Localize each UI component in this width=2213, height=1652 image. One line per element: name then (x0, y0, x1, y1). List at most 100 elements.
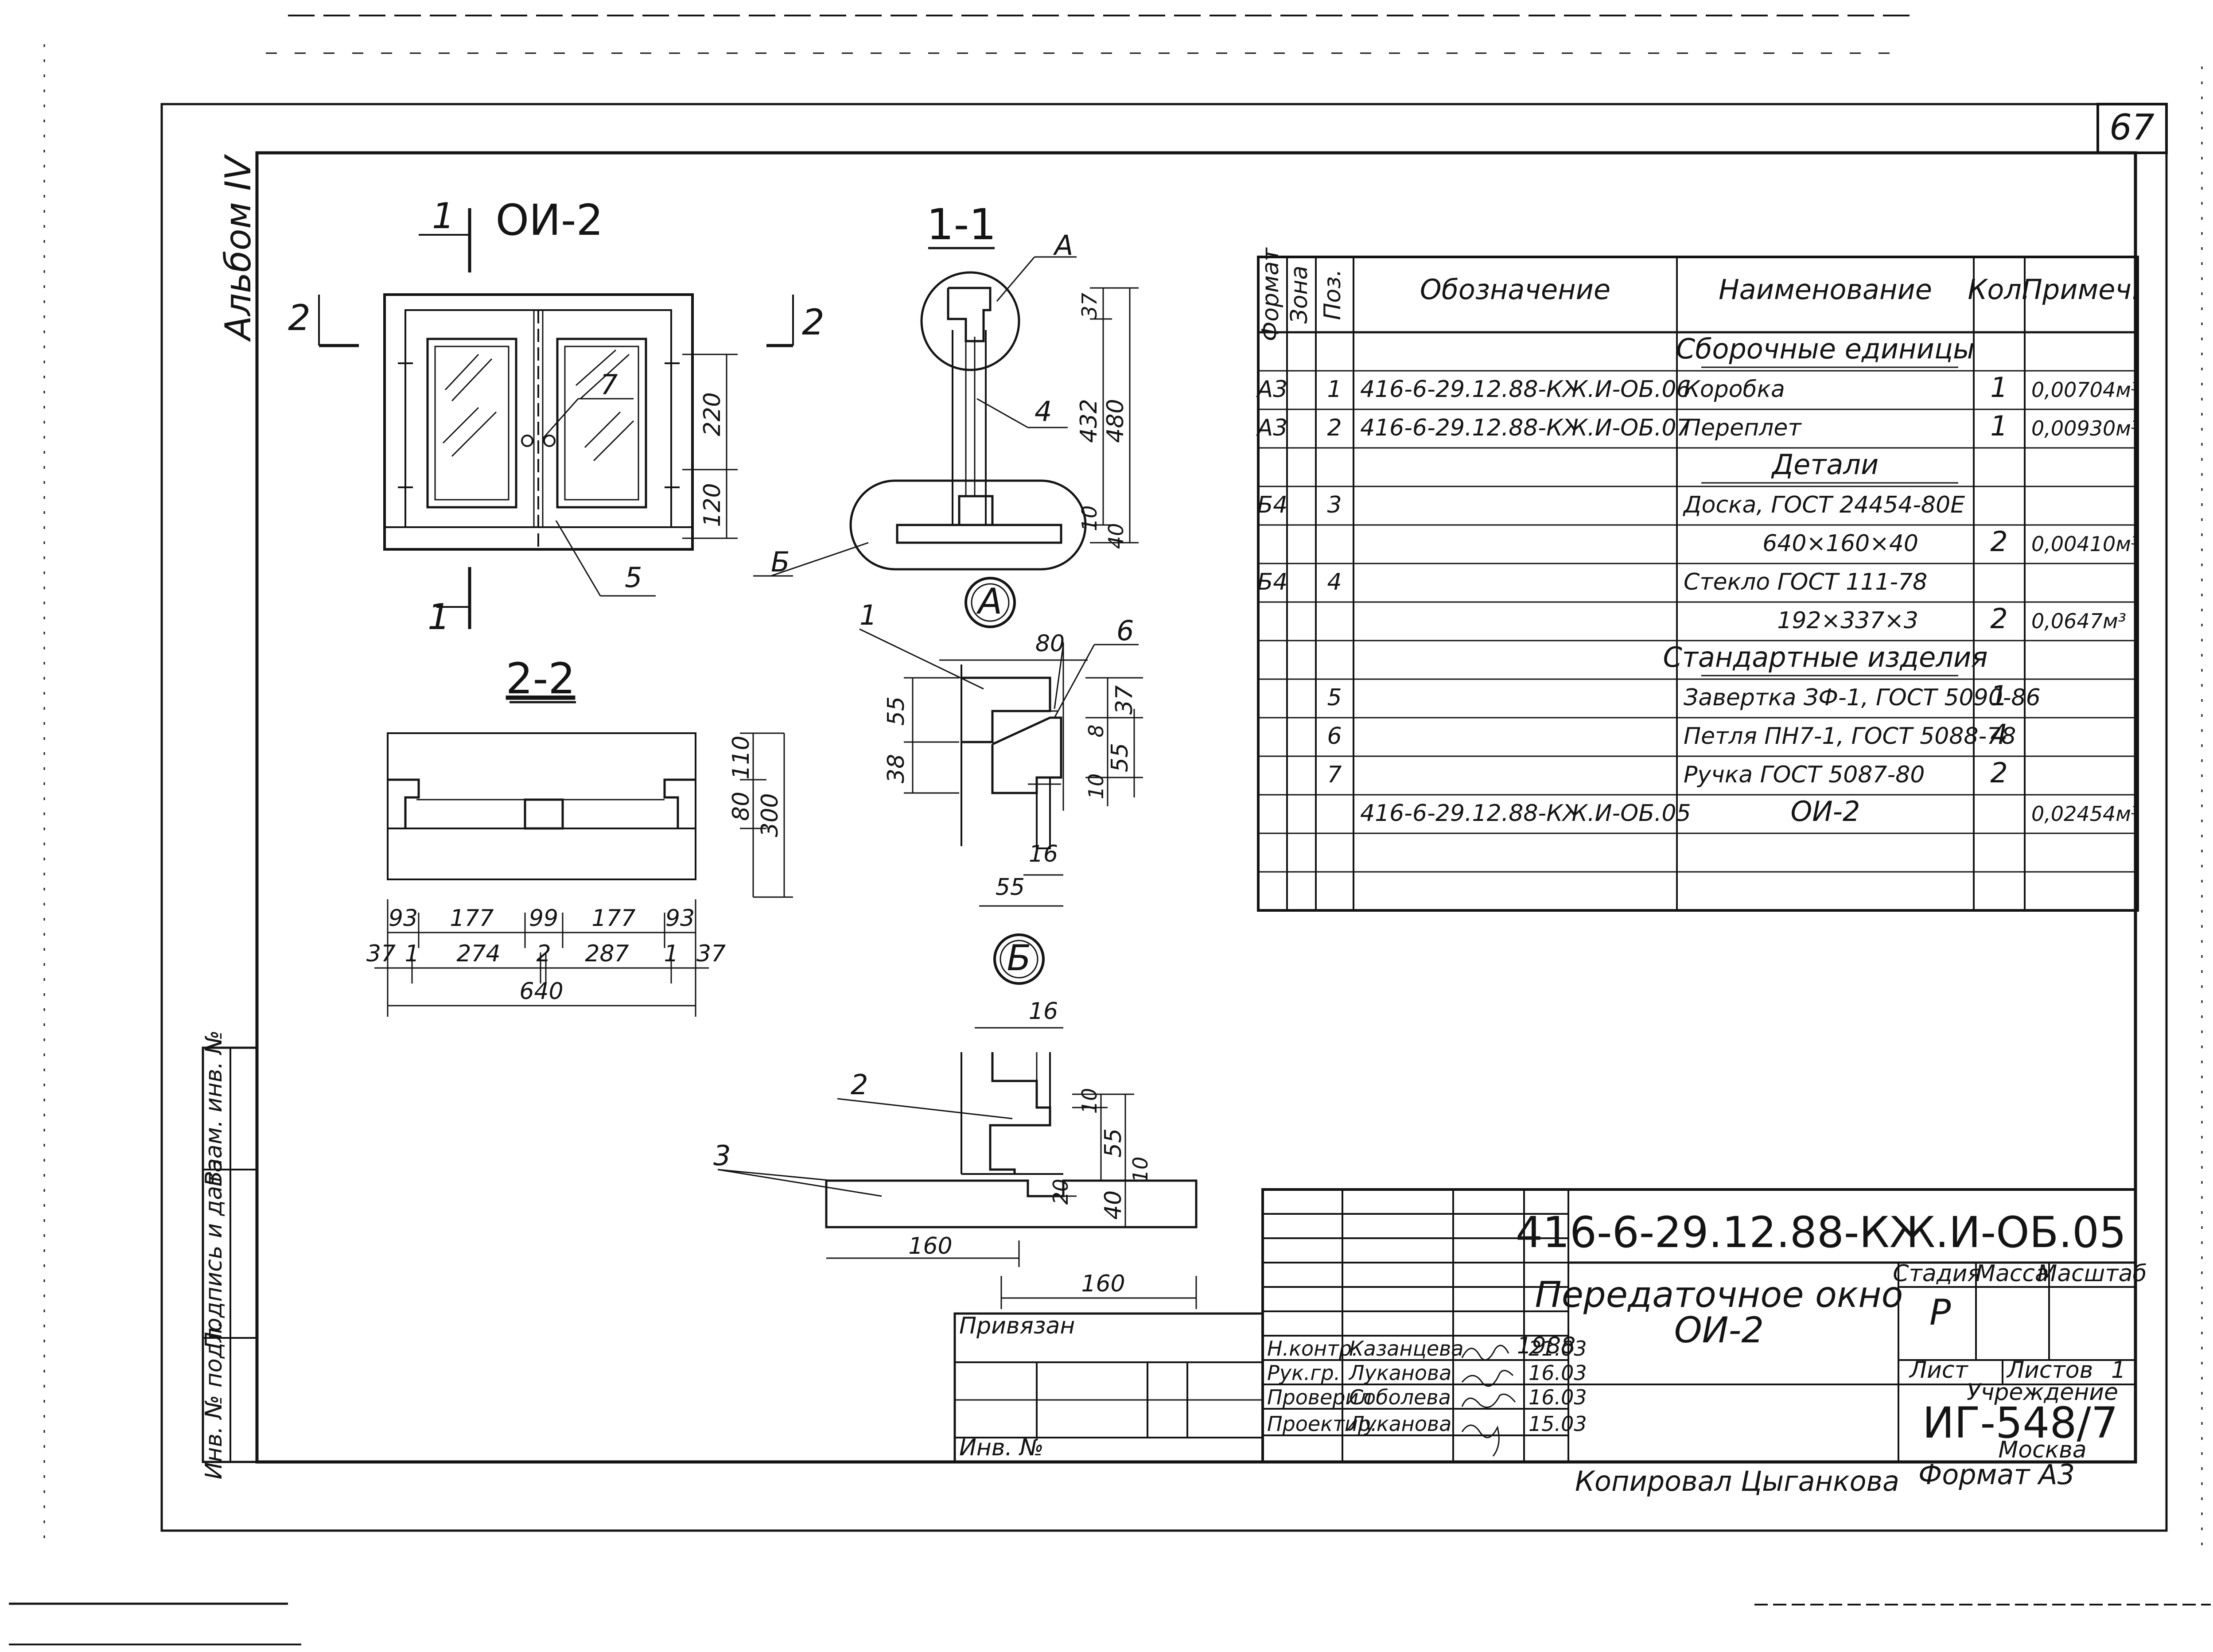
left-strip-cell: Взам. инв. № (201, 1030, 227, 1186)
dimension-label: 93 (665, 905, 695, 932)
table-cell-note: 0,00704м³ (2031, 378, 2139, 402)
dimension-label: 55 (996, 874, 1025, 901)
detail-b-marker: Б (1007, 937, 1031, 979)
table-header-format: Формат (1257, 247, 1284, 342)
table-cell-fmt: А3 (1256, 415, 1288, 441)
signature-scribble (1461, 1370, 1514, 1387)
table-cell-name: Стандартные изделия (1663, 641, 1987, 673)
format-label: Формат А3 (1918, 1458, 2075, 1491)
dimension-label: 93 (389, 905, 418, 932)
signature-role: Н.контр. (1267, 1337, 1358, 1360)
table-cell-name: Переплет (1684, 415, 1802, 441)
table-cell-name: Ручка ГОСТ 5087-80 (1684, 762, 1925, 788)
left-stamp-strip: Взам. инв. № Подпись и дата Инв. № подл. (201, 1030, 258, 1480)
dimension-label: 8 (1084, 724, 1108, 737)
dimension-label: 300 (757, 793, 783, 837)
dimension-label: 55 (1107, 743, 1133, 772)
dimension-label: 80 (728, 792, 755, 821)
dimension-label: 177 (450, 905, 494, 932)
table-cell-pos: 3 (1327, 492, 1342, 518)
signature-scribble (1461, 1393, 1516, 1408)
dimension-label: 480 (1102, 399, 1129, 443)
table-cell-note: 0,02454м³ (2031, 802, 2139, 826)
left-strip-cell: Инв. № подл. (201, 1321, 227, 1480)
dimension-label: 20 (1049, 1179, 1073, 1205)
cut-mark: 2 (802, 302, 825, 343)
table-cell-pos: 6 (1327, 723, 1342, 750)
table-cell-qty: 1 (1990, 680, 2007, 712)
table-cell-name: Сборочные единицы (1676, 333, 1975, 365)
signature-role: Рук.гр. (1267, 1361, 1340, 1385)
table-cell-name: Петля ПН7-1, ГОСТ 5088-78 (1684, 723, 2016, 750)
callout-4: 4 (1035, 395, 1052, 428)
copied-by: Копировал Цыганкова (1575, 1465, 1899, 1497)
outer-frame (160, 103, 2168, 1532)
dimension-label: 55 (1100, 1128, 1127, 1158)
table-header-zone: Зона (1286, 265, 1313, 323)
callout-6: 6 (1116, 614, 1134, 647)
table-cell-name: Доска, ГОСТ 24454-80Е (1683, 492, 1965, 518)
table-cell-name: Коробка (1684, 376, 1785, 403)
binding-block: Привязан Инв. № (953, 1312, 1264, 1463)
dimension-label: 120 (699, 483, 726, 527)
table-cell-code: 416-6-29.12.88-КЖ.И-ОБ.07 (1360, 415, 1691, 441)
table-cell-qty: 1 (1990, 371, 2007, 404)
inventory-label: Инв. № (959, 1434, 1044, 1461)
signature-name: Луканова (1348, 1412, 1451, 1436)
document-title-line2: ОИ-2 (1674, 1310, 1764, 1351)
mass-label: Масса (1976, 1260, 2049, 1287)
dimension-label: 10 (1077, 1088, 1101, 1114)
callout-3: 3 (713, 1139, 731, 1172)
dimension-label: 640 (519, 978, 563, 1005)
dimension-label: 160 (908, 1233, 952, 1259)
dimension-label: 40 (1104, 523, 1128, 549)
table-cell-name: 192×337×3 (1777, 607, 1918, 634)
specification-table: Формат Зона Поз. Обозначение Наименовани… (1256, 247, 2140, 912)
signature-scribble (1461, 1345, 1509, 1361)
dimension-label: 177 (591, 905, 635, 932)
document-title-line1: Передаточное окно (1535, 1274, 1903, 1315)
dimension-label: 10 (1128, 1157, 1152, 1183)
detail-b: Б 16 2 3 10 55 10 20 40 160 160 (713, 933, 1198, 1309)
table-cell-name: Завертка ЗФ-1, ГОСТ 5090-86 (1684, 684, 2041, 711)
signature-date: 21.03 (1528, 1337, 1587, 1360)
table-cell-pos: 7 (1327, 762, 1342, 788)
signature-date: 16.03 (1528, 1361, 1587, 1385)
table-cell-note: 0,00930м³ (2031, 416, 2139, 440)
table-cell-note: 0,0647м³ (2031, 609, 2126, 633)
dimension-label: 37 (696, 941, 726, 967)
dimension-label: 2 (536, 941, 551, 967)
org-code: ИГ-548/7 (1922, 1398, 2118, 1448)
signature-role: Проектир. (1267, 1412, 1377, 1436)
dimension-label: 432 (1076, 399, 1102, 443)
dimension-label: 220 (699, 392, 726, 436)
dimension-label: 1 (404, 941, 419, 967)
album-label: Альбом IV (218, 154, 259, 342)
year: 1988 (1517, 1333, 1575, 1359)
dimension-label: 16 (1029, 998, 1058, 1025)
city: Москва (1998, 1437, 2086, 1463)
sheet-label: Лист (1909, 1357, 1968, 1384)
stage-label: Стадия (1893, 1260, 1981, 1287)
dimension-label: 274 (456, 941, 500, 967)
dimension-label: 10 (1077, 505, 1101, 532)
dimension-label: 1 (664, 941, 678, 967)
callout-2: 2 (851, 1069, 868, 1101)
section-title: 2-2 (506, 654, 576, 704)
table-header-designation: Обозначение (1420, 273, 1610, 306)
table-cell-pos: 2 (1327, 415, 1342, 441)
dimension-label: 38 (883, 754, 910, 783)
stage-value: Р (1929, 1292, 1951, 1333)
document-designation: 416-6-29.12.88-КЖ.И-ОБ.05 (1516, 1208, 2126, 1257)
section-title: 1-1 (927, 200, 996, 249)
table-cell-qty: 2 (1990, 602, 2007, 635)
dimension-label: 110 (728, 735, 755, 779)
callout-5: 5 (625, 561, 642, 594)
table-header-note: Примеч. (2022, 273, 2140, 306)
signature-date: 15.03 (1528, 1412, 1587, 1436)
callout-a: А (1053, 229, 1073, 261)
signature-role: Проверил (1267, 1385, 1372, 1409)
table-header-name: Наименование (1719, 273, 1932, 306)
